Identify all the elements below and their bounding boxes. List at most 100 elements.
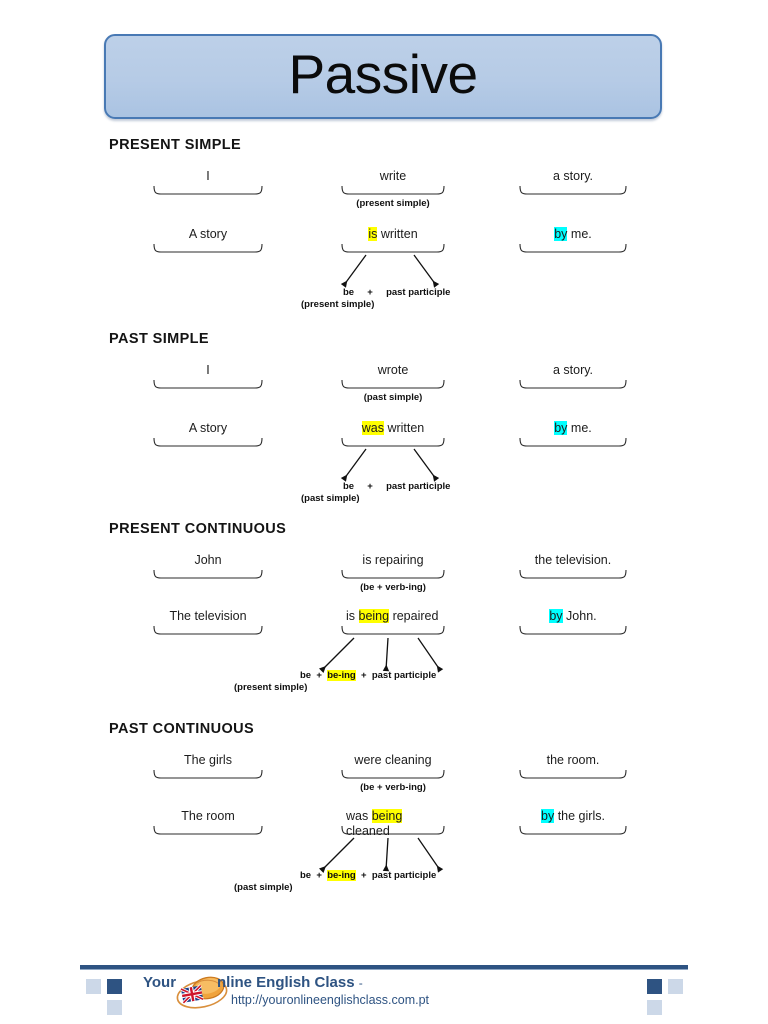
passive-agent-text: by John. [549, 609, 597, 623]
footer-brand: Your nline English Cla [143, 974, 563, 1020]
passive-agent: by John. [518, 609, 628, 636]
passive-subject-underbrace [152, 625, 264, 636]
formula-plus-1: + [367, 287, 373, 298]
active-verb-text: were cleaning [354, 753, 432, 767]
passive-subject: A story [152, 227, 264, 254]
passive-verb: is being repaired [340, 609, 446, 643]
formula-being: be-ing [327, 870, 356, 881]
formula-plus-1: + [367, 481, 373, 492]
active-verb-underbrace [340, 379, 446, 390]
active-object-underbrace [518, 769, 628, 780]
active-object-text: the television. [534, 553, 612, 567]
active-verb-note: (be + verb-ing) [360, 782, 426, 793]
active-verb-text: wrote [377, 363, 409, 377]
passive-verb: was written [340, 421, 446, 448]
active-subject: I [152, 169, 264, 196]
active-subject-underbrace [152, 379, 264, 390]
passive-verb-underbrace [340, 437, 446, 448]
active-object-text: a story. [552, 363, 594, 377]
passive-verb-text: is written [368, 227, 418, 241]
active-object-underbrace [518, 379, 628, 390]
footer-square-right-3 [645, 998, 664, 1017]
section-heading: PRESENT SIMPLE [109, 137, 242, 153]
section-heading: PRESENT CONTINUOUS [109, 521, 287, 537]
passive-agent: by me. [518, 421, 628, 448]
footer-divider [80, 965, 688, 970]
active-object-text: a story. [552, 169, 594, 183]
footer-url[interactable]: http://youronlineenglishclass.com.pt [231, 993, 430, 1007]
formula-participle: past participle [386, 481, 451, 492]
active-verb: wrote (past simple) [340, 363, 446, 403]
formula-participle: past participle [371, 670, 437, 681]
brand-dash: - [358, 976, 363, 990]
passive-verb: is written [340, 227, 446, 254]
passive-agent: by me. [518, 227, 628, 254]
passive-subject: The room [152, 809, 264, 836]
passive-verb-text: was written [361, 421, 425, 435]
active-subject-underbrace [152, 569, 264, 580]
passive-agent-underbrace [518, 437, 628, 448]
passive-verb-text: was being cleaned [346, 809, 403, 838]
formula-plus-1: + [316, 670, 322, 681]
formula-participle: past participle [371, 870, 437, 881]
active-object-underbrace [518, 185, 628, 196]
passive-subject-text: The television [169, 609, 247, 623]
active-verb-text: is repairing [362, 553, 424, 567]
active-verb-underbrace [340, 569, 446, 580]
formula-be: be [343, 287, 355, 298]
active-object-underbrace [518, 569, 628, 580]
footer-square-right-2 [666, 977, 685, 996]
active-verb-underbrace [340, 769, 446, 780]
mouse-flag-logo-icon [173, 973, 231, 1015]
passive-agent: by the girls. [518, 809, 628, 836]
active-verb-text: write [379, 169, 407, 183]
passive-subject: The television [152, 609, 264, 636]
active-subject: I [152, 363, 264, 390]
active-subject-underbrace [152, 769, 264, 780]
formula-line: be + be-ing + past participle(past simpl… [234, 870, 437, 893]
active-subject-underbrace [152, 185, 264, 196]
footer-square-left-1 [84, 977, 103, 996]
brand-you-text: Your [143, 974, 177, 991]
active-object: a story. [518, 363, 628, 390]
active-object: the room. [518, 753, 628, 780]
active-verb: write (present simple) [340, 169, 446, 209]
active-object-text: the room. [546, 753, 600, 767]
active-verb-note: (past simple) [363, 392, 423, 403]
formula-plus-1: + [316, 870, 322, 881]
formula-line: be + past participle (past simple) [301, 481, 451, 504]
active-subject: The girls [152, 753, 264, 780]
footer-square-left-3 [105, 998, 124, 1017]
formula-plus-2: + [361, 670, 367, 681]
formula-plus-2: + [361, 870, 367, 881]
active-subject-text: I [206, 363, 210, 377]
formula-line: be + be-ing + past participle(present si… [234, 670, 437, 693]
passive-verb-underbrace [340, 625, 446, 636]
active-verb-note: (present simple) [356, 198, 430, 209]
formula-participle: past participle [386, 287, 451, 298]
active-object: the television. [518, 553, 628, 580]
passive-agent-text: by the girls. [541, 809, 605, 823]
active-subject: John [152, 553, 264, 580]
section-heading: PAST SIMPLE [109, 331, 210, 347]
formula-be: be [343, 481, 355, 492]
active-object: a story. [518, 169, 628, 196]
passive-verb-underbrace [340, 243, 446, 254]
formula-be: be [300, 670, 312, 681]
formula-being: be-ing [327, 670, 356, 681]
page-title: Passive [288, 43, 478, 105]
passive-verb: was being cleaned [340, 809, 446, 843]
passive-subject-text: The room [181, 809, 235, 823]
brand-rest-label: nline English Class [217, 974, 355, 991]
active-subject-text: I [206, 169, 210, 183]
title-banner: Passive [104, 34, 662, 119]
active-verb: is repairing(be + verb-ing) [340, 553, 446, 593]
passive-subject-underbrace [152, 825, 264, 836]
formula-tense: (past simple) [301, 493, 360, 504]
formula-line: be + past participle (present simple) [301, 287, 451, 310]
page-footer: Your nline English Cla [0, 957, 768, 1024]
passive-subject-underbrace [152, 437, 264, 448]
active-subject-text: The girls [184, 753, 232, 767]
passive-agent-text: by me. [554, 421, 592, 435]
formula-tense: (present simple) [301, 299, 375, 310]
